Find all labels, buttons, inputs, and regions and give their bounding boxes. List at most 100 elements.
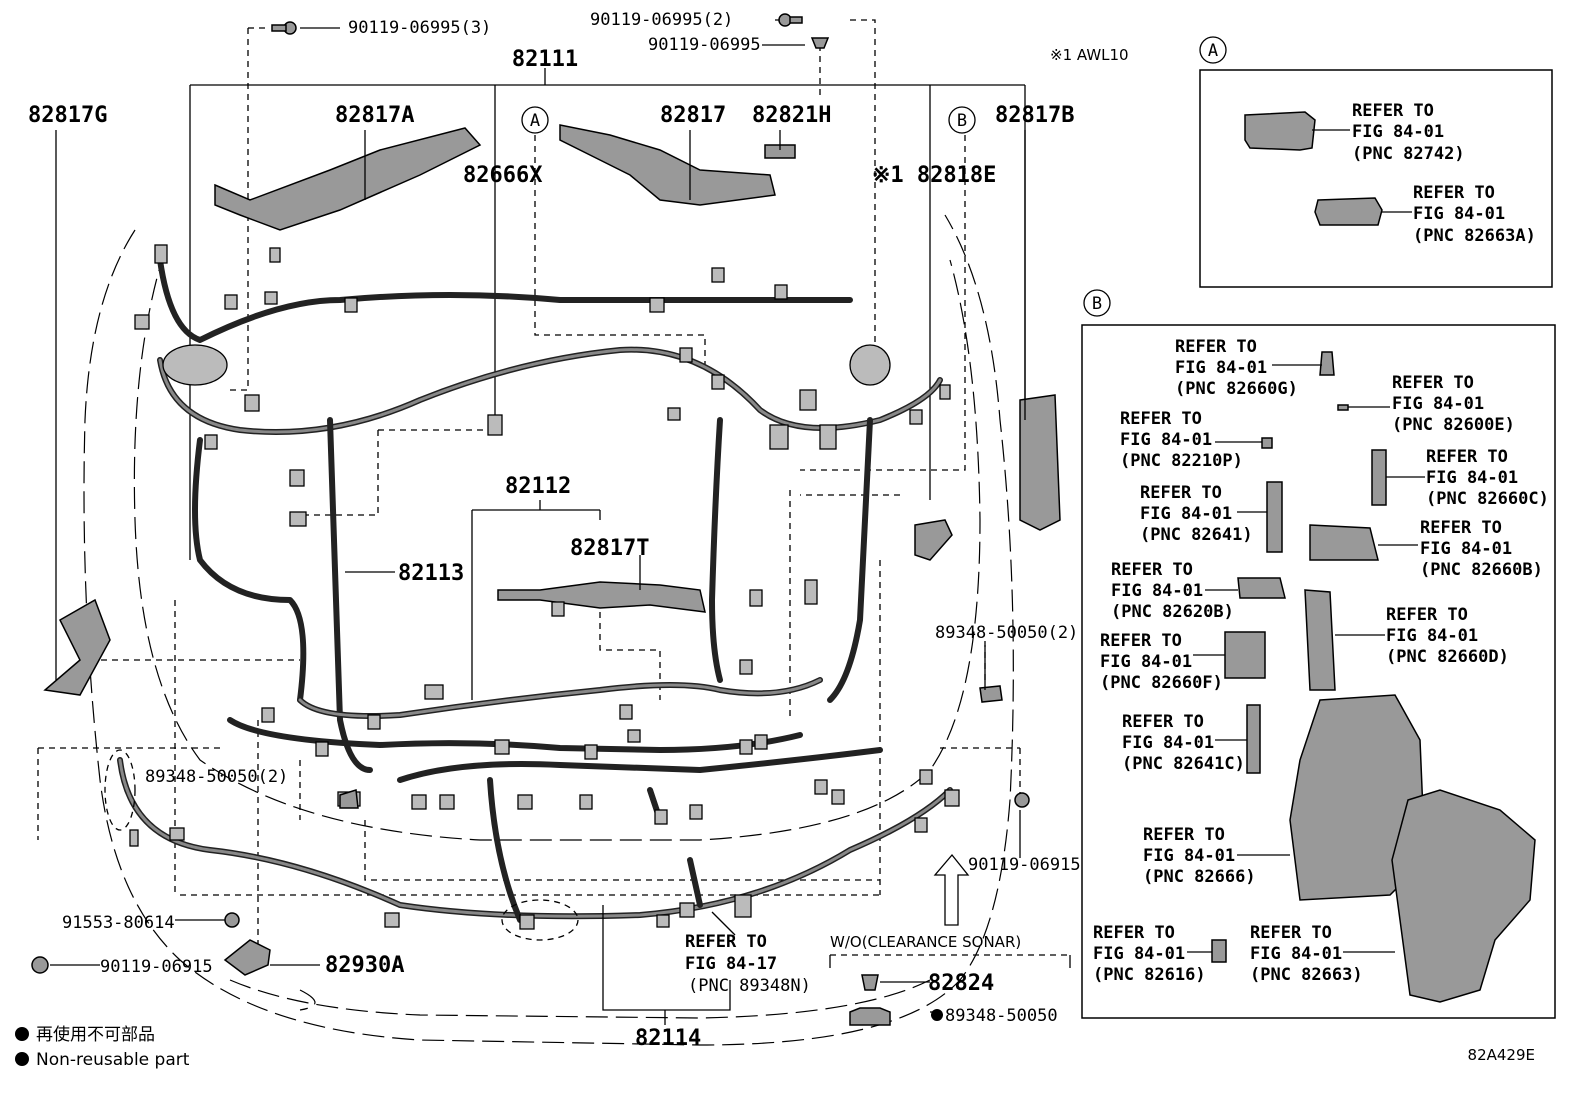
- label-89348-50050: 89348-50050: [945, 1006, 1058, 1026]
- svg-text:REFER TO: REFER TO: [1420, 518, 1502, 538]
- svg-text:REFER TO: REFER TO: [1122, 712, 1204, 732]
- refer-82641C: REFER TO FIG 84-01 (PNC 82641C): [1122, 712, 1245, 774]
- svg-text:(PNC 82666): (PNC 82666): [1143, 867, 1256, 887]
- callout-b-box: B: [1083, 289, 1111, 317]
- label-91553-80614: 91553-80614: [62, 913, 175, 933]
- legend: 再使用不可部品 Non-reusable part: [15, 1024, 190, 1070]
- label-82824: 82824: [928, 971, 994, 996]
- bolts-clips: [31, 13, 1030, 1026]
- label-89348-50050-2-left: 89348-50050(2): [145, 767, 288, 787]
- refer-82660D: REFER TO FIG 84-01 (PNC 82660D): [1386, 605, 1509, 667]
- callout-a-main: A: [521, 106, 549, 134]
- svg-text:B: B: [1092, 294, 1102, 314]
- svg-text:REFER TO: REFER TO: [1143, 825, 1225, 845]
- svg-text:再使用不可部品: 再使用不可部品: [36, 1024, 155, 1045]
- label-82817T: 82817T: [570, 536, 649, 561]
- harness-82114: [117, 747, 953, 923]
- label-82114: 82114: [635, 1026, 701, 1051]
- label-82113: 82113: [398, 561, 464, 586]
- vehicle-body-outline: [83, 214, 1014, 1046]
- svg-text:FIG 84-01: FIG 84-01: [1392, 394, 1484, 414]
- label-90119-06995-3: 90119-06995(3): [348, 18, 491, 38]
- svg-text:(PNC 82660F): (PNC 82660F): [1100, 673, 1223, 693]
- svg-text:FIG 84-01: FIG 84-01: [1120, 430, 1212, 450]
- svg-text:(PNC 82660D): (PNC 82660D): [1386, 647, 1509, 667]
- refer-82620B: REFER TO FIG 84-01 (PNC 82620B): [1111, 560, 1234, 622]
- harness-82112: [227, 677, 823, 753]
- svg-text:FIG 84-01: FIG 84-01: [1143, 846, 1235, 866]
- up-arrow-icon: [933, 853, 970, 926]
- svg-text:REFER TO: REFER TO: [1175, 337, 1257, 357]
- detail-circles: [104, 749, 579, 941]
- svg-text:FIG 84-01: FIG 84-01: [1352, 122, 1444, 142]
- connectors: [129, 244, 960, 930]
- label-82817A: 82817A: [335, 103, 414, 128]
- label-82817G: 82817G: [28, 103, 107, 128]
- refer-82616: REFER TO FIG 84-01 (PNC 82616): [1093, 923, 1206, 985]
- svg-text:REFER TO: REFER TO: [1426, 447, 1508, 467]
- svg-text:REFER TO: REFER TO: [1352, 101, 1434, 121]
- svg-text:(PNC 82663A): (PNC 82663A): [1413, 226, 1536, 246]
- refer-82660C: REFER TO FIG 84-01 (PNC 82660C): [1426, 447, 1549, 509]
- detail-box-a: [1199, 69, 1553, 288]
- svg-text:REFER TO: REFER TO: [1140, 483, 1222, 503]
- refer-89348N: REFER TO FIG 84-17 (PNC 89348N): [685, 932, 811, 996]
- refer-82663A: REFER TO FIG 84-01 (PNC 82663A): [1413, 183, 1536, 246]
- svg-text:FIG 84-01: FIG 84-01: [1122, 733, 1214, 753]
- label-82821H: 82821H: [752, 103, 831, 128]
- refer-82742: REFER TO FIG 84-01 (PNC 82742): [1352, 101, 1465, 164]
- svg-text:REFER TO: REFER TO: [1120, 409, 1202, 429]
- svg-text:REFER TO: REFER TO: [1111, 560, 1193, 580]
- svg-text:REFER TO: REFER TO: [1413, 183, 1495, 203]
- label-82818E: ※1 82818E: [872, 163, 996, 188]
- non-reusable-mark: [931, 1009, 943, 1021]
- svg-text:FIG 84-01: FIG 84-01: [1250, 944, 1342, 964]
- refer-82660F: REFER TO FIG 84-01 (PNC 82660F): [1100, 631, 1223, 693]
- refer-82641: REFER TO FIG 84-01 (PNC 82641): [1140, 483, 1253, 545]
- svg-text:(PNC 82660G): (PNC 82660G): [1175, 379, 1298, 399]
- dashed-leaders: [37, 19, 1070, 960]
- svg-text:(PNC 82660B): (PNC 82660B): [1420, 560, 1543, 580]
- svg-text:FIG 84-01: FIG 84-01: [1111, 581, 1203, 601]
- svg-text:FIG 84-01: FIG 84-01: [1093, 944, 1185, 964]
- label-82111: 82111: [512, 47, 578, 72]
- svg-text:FIG 84-01: FIG 84-01: [1175, 358, 1267, 378]
- label-82666X: 82666X: [463, 163, 542, 188]
- svg-text:FIG 84-01: FIG 84-01: [1426, 468, 1518, 488]
- label-90119-06915-left: 90119-06915: [100, 957, 213, 977]
- svg-text:A: A: [530, 111, 540, 131]
- label-leaders: [50, 19, 1071, 1025]
- refer-82660G: REFER TO FIG 84-01 (PNC 82660G): [1175, 337, 1298, 399]
- svg-text:REFER TO: REFER TO: [1093, 923, 1175, 943]
- svg-text:(PNC 82660C): (PNC 82660C): [1426, 489, 1549, 509]
- svg-text:REFER TO: REFER TO: [1100, 631, 1182, 651]
- label-90119-06915-right: 90119-06915: [968, 855, 1081, 875]
- svg-text:FIG 84-01: FIG 84-01: [1420, 539, 1512, 559]
- svg-text:B: B: [957, 111, 967, 131]
- svg-text:FIG 84-01: FIG 84-01: [1413, 204, 1505, 224]
- svg-text:(PNC 82641C): (PNC 82641C): [1122, 754, 1245, 774]
- svg-text:REFER TO: REFER TO: [1392, 373, 1474, 393]
- label-82930A: 82930A: [325, 953, 404, 978]
- svg-text:FIG 84-01: FIG 84-01: [1386, 626, 1478, 646]
- label-89348-50050-2-right: 89348-50050(2): [935, 623, 1078, 643]
- svg-text:(PNC 82620B): (PNC 82620B): [1111, 602, 1234, 622]
- harness-covers: [43, 124, 1061, 703]
- svg-text:FIG 84-17: FIG 84-17: [685, 954, 777, 974]
- svg-text:(PNC 82600E): (PNC 82600E): [1392, 415, 1515, 435]
- callout-a-box: A: [1199, 36, 1227, 64]
- detail-box-b: [1081, 324, 1556, 1019]
- label-note-awl10: ※1 AWL10: [1050, 46, 1129, 64]
- label-90119-06995: 90119-06995: [648, 35, 761, 55]
- label-82817: 82817: [660, 103, 726, 128]
- svg-text:FIG 84-01: FIG 84-01: [1140, 504, 1232, 524]
- label-82112: 82112: [505, 474, 571, 499]
- label-82817B: 82817B: [995, 103, 1074, 128]
- box-b-parts: [1187, 351, 1536, 1003]
- svg-text:REFER TO: REFER TO: [1250, 923, 1332, 943]
- svg-text:(PNC 82742): (PNC 82742): [1352, 144, 1465, 164]
- diagram-code: 82A429E: [1468, 1046, 1535, 1064]
- label-sonar: W/O(CLEARANCE SONAR): [830, 933, 1021, 951]
- svg-text:(PNC 89348N): (PNC 89348N): [688, 976, 811, 996]
